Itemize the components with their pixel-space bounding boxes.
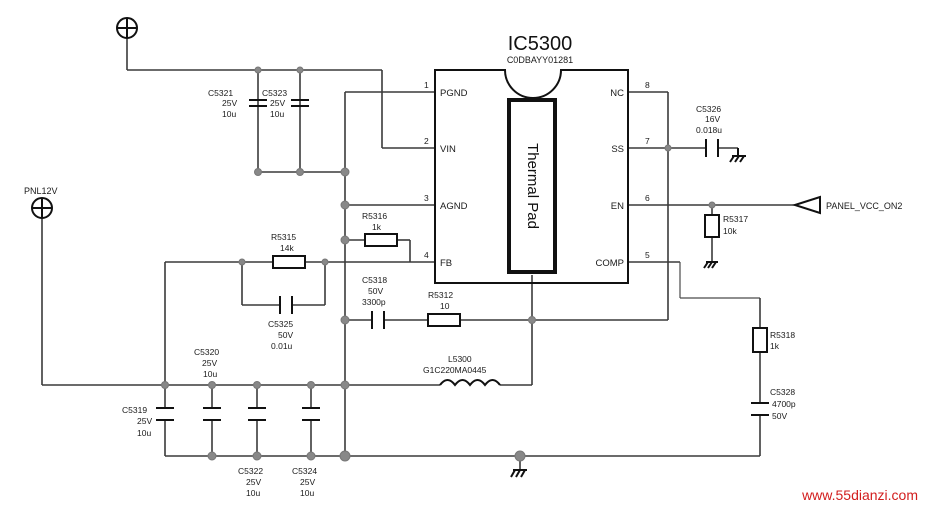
c5318-ref: C5318: [362, 275, 387, 285]
pnl12v-label: PNL12V: [24, 186, 58, 196]
ic-pins: 1 PGND 2 VIN 3 AGND 4 FB 8 NC 7 SS 6 EN …: [424, 80, 650, 269]
r5315-symbol: [272, 255, 306, 269]
c5325-ref: C5325: [268, 319, 293, 329]
c5320-symbol: [203, 407, 221, 421]
c5324-voltage: 25V: [300, 477, 315, 487]
pin-num-1: 1: [424, 80, 429, 90]
pin-name-en: EN: [611, 201, 624, 212]
r5316-symbol: [364, 233, 398, 247]
pin-name-nc: NC: [610, 88, 624, 99]
panel-vcc-arrow: [791, 195, 821, 215]
c5326-ref: C5326: [696, 104, 721, 114]
pin-num-3: 3: [424, 193, 429, 203]
c5319-value: 10u: [137, 428, 151, 438]
pin-num-5: 5: [645, 250, 650, 260]
r5317-symbol: [704, 214, 720, 238]
c5321-voltage: 25V: [222, 98, 237, 108]
c5325-voltage: 50V: [278, 330, 293, 340]
watermark-text: www.55dianzi.com: [801, 487, 918, 503]
ground-icon-main: [510, 469, 527, 478]
top-supply-terminal: [116, 17, 138, 39]
pin-num-6: 6: [645, 193, 650, 203]
r5312-symbol: [427, 313, 461, 327]
c5328-ref: C5328: [770, 387, 795, 397]
c5321-symbol: [249, 99, 267, 107]
c5325-symbol: [279, 296, 293, 314]
r5318-ref: R5318: [770, 330, 795, 340]
c5318-value: 3300p: [362, 297, 386, 307]
ground-icon-ss: [729, 148, 746, 163]
c5320-voltage: 25V: [202, 358, 217, 368]
c5328-symbol: [751, 402, 769, 416]
pin-num-8: 8: [645, 80, 650, 90]
junction-dots: [161, 66, 716, 462]
c5320-ref: C5320: [194, 347, 219, 357]
pnl12v-terminal: [31, 197, 53, 219]
c5321-ref: C5321: [208, 88, 233, 98]
pin-num-2: 2: [424, 136, 429, 146]
c5328-value: 4700p: [772, 399, 796, 409]
c5326-symbol: [705, 139, 719, 157]
c5318-symbol: [371, 311, 385, 329]
c5323-symbol: [291, 99, 309, 107]
r5312-ref: R5312: [428, 290, 453, 300]
r5315-value: 14k: [280, 243, 294, 253]
ground-icon-en: [703, 261, 718, 269]
c5322-voltage: 25V: [246, 477, 261, 487]
c5323-value: 10u: [270, 109, 284, 119]
r5317-ref: R5317: [723, 214, 748, 224]
c5325-value: 0.01u: [271, 341, 293, 351]
c5323-ref: C5323: [262, 88, 287, 98]
c5328-voltage: 50V: [772, 411, 787, 421]
r5312-value: 10: [440, 301, 450, 311]
c5324-ref: C5324: [292, 466, 317, 476]
r5318-symbol: [752, 327, 768, 353]
c5322-ref: C5322: [238, 466, 263, 476]
c5319-voltage: 25V: [137, 416, 152, 426]
panel-vcc-label: PANEL_VCC_ON2: [826, 201, 902, 211]
pin-name-agnd: AGND: [440, 201, 468, 212]
r5318-value: 1k: [770, 341, 780, 351]
pin-num-4: 4: [424, 250, 429, 260]
pin-name-pgnd: PGND: [440, 88, 468, 99]
c5322-symbol: [248, 407, 266, 421]
pin-name-fb: FB: [440, 258, 452, 269]
c5324-value: 10u: [300, 488, 314, 498]
c5322-value: 10u: [246, 488, 260, 498]
l5300-ref: L5300: [448, 354, 472, 364]
pin-name-vin: VIN: [440, 144, 456, 155]
c5321-value: 10u: [222, 109, 236, 119]
c5323-voltage: 25V: [270, 98, 285, 108]
c5319-ref: C5319: [122, 405, 147, 415]
wires: [41, 38, 795, 470]
c5326-value: 0.018u: [696, 125, 722, 135]
pin-name-comp: COMP: [596, 258, 625, 269]
r5316-value: 1k: [372, 222, 382, 232]
ic-body: Thermal Pad: [434, 69, 629, 284]
ic-part-label: C0DBAYY01281: [507, 55, 573, 65]
r5317-value: 10k: [723, 226, 737, 236]
r5316-ref: R5316: [362, 211, 387, 221]
c5324-symbol: [302, 407, 320, 421]
l5300-part: G1C220MA0445: [423, 365, 487, 375]
c5318-voltage: 50V: [368, 286, 383, 296]
c5326-voltage: 16V: [705, 114, 720, 124]
c5319-symbol: [156, 407, 174, 421]
pin-name-ss: SS: [611, 144, 624, 155]
l5300-symbol: [439, 379, 501, 387]
pin-num-7: 7: [645, 136, 650, 146]
r5315-ref: R5315: [271, 232, 296, 242]
ic-ref-label: IC5300: [508, 33, 573, 55]
c5320-value: 10u: [203, 369, 217, 379]
thermal-pad-label: Thermal Pad: [524, 143, 541, 229]
thermal-pad: [507, 98, 557, 274]
